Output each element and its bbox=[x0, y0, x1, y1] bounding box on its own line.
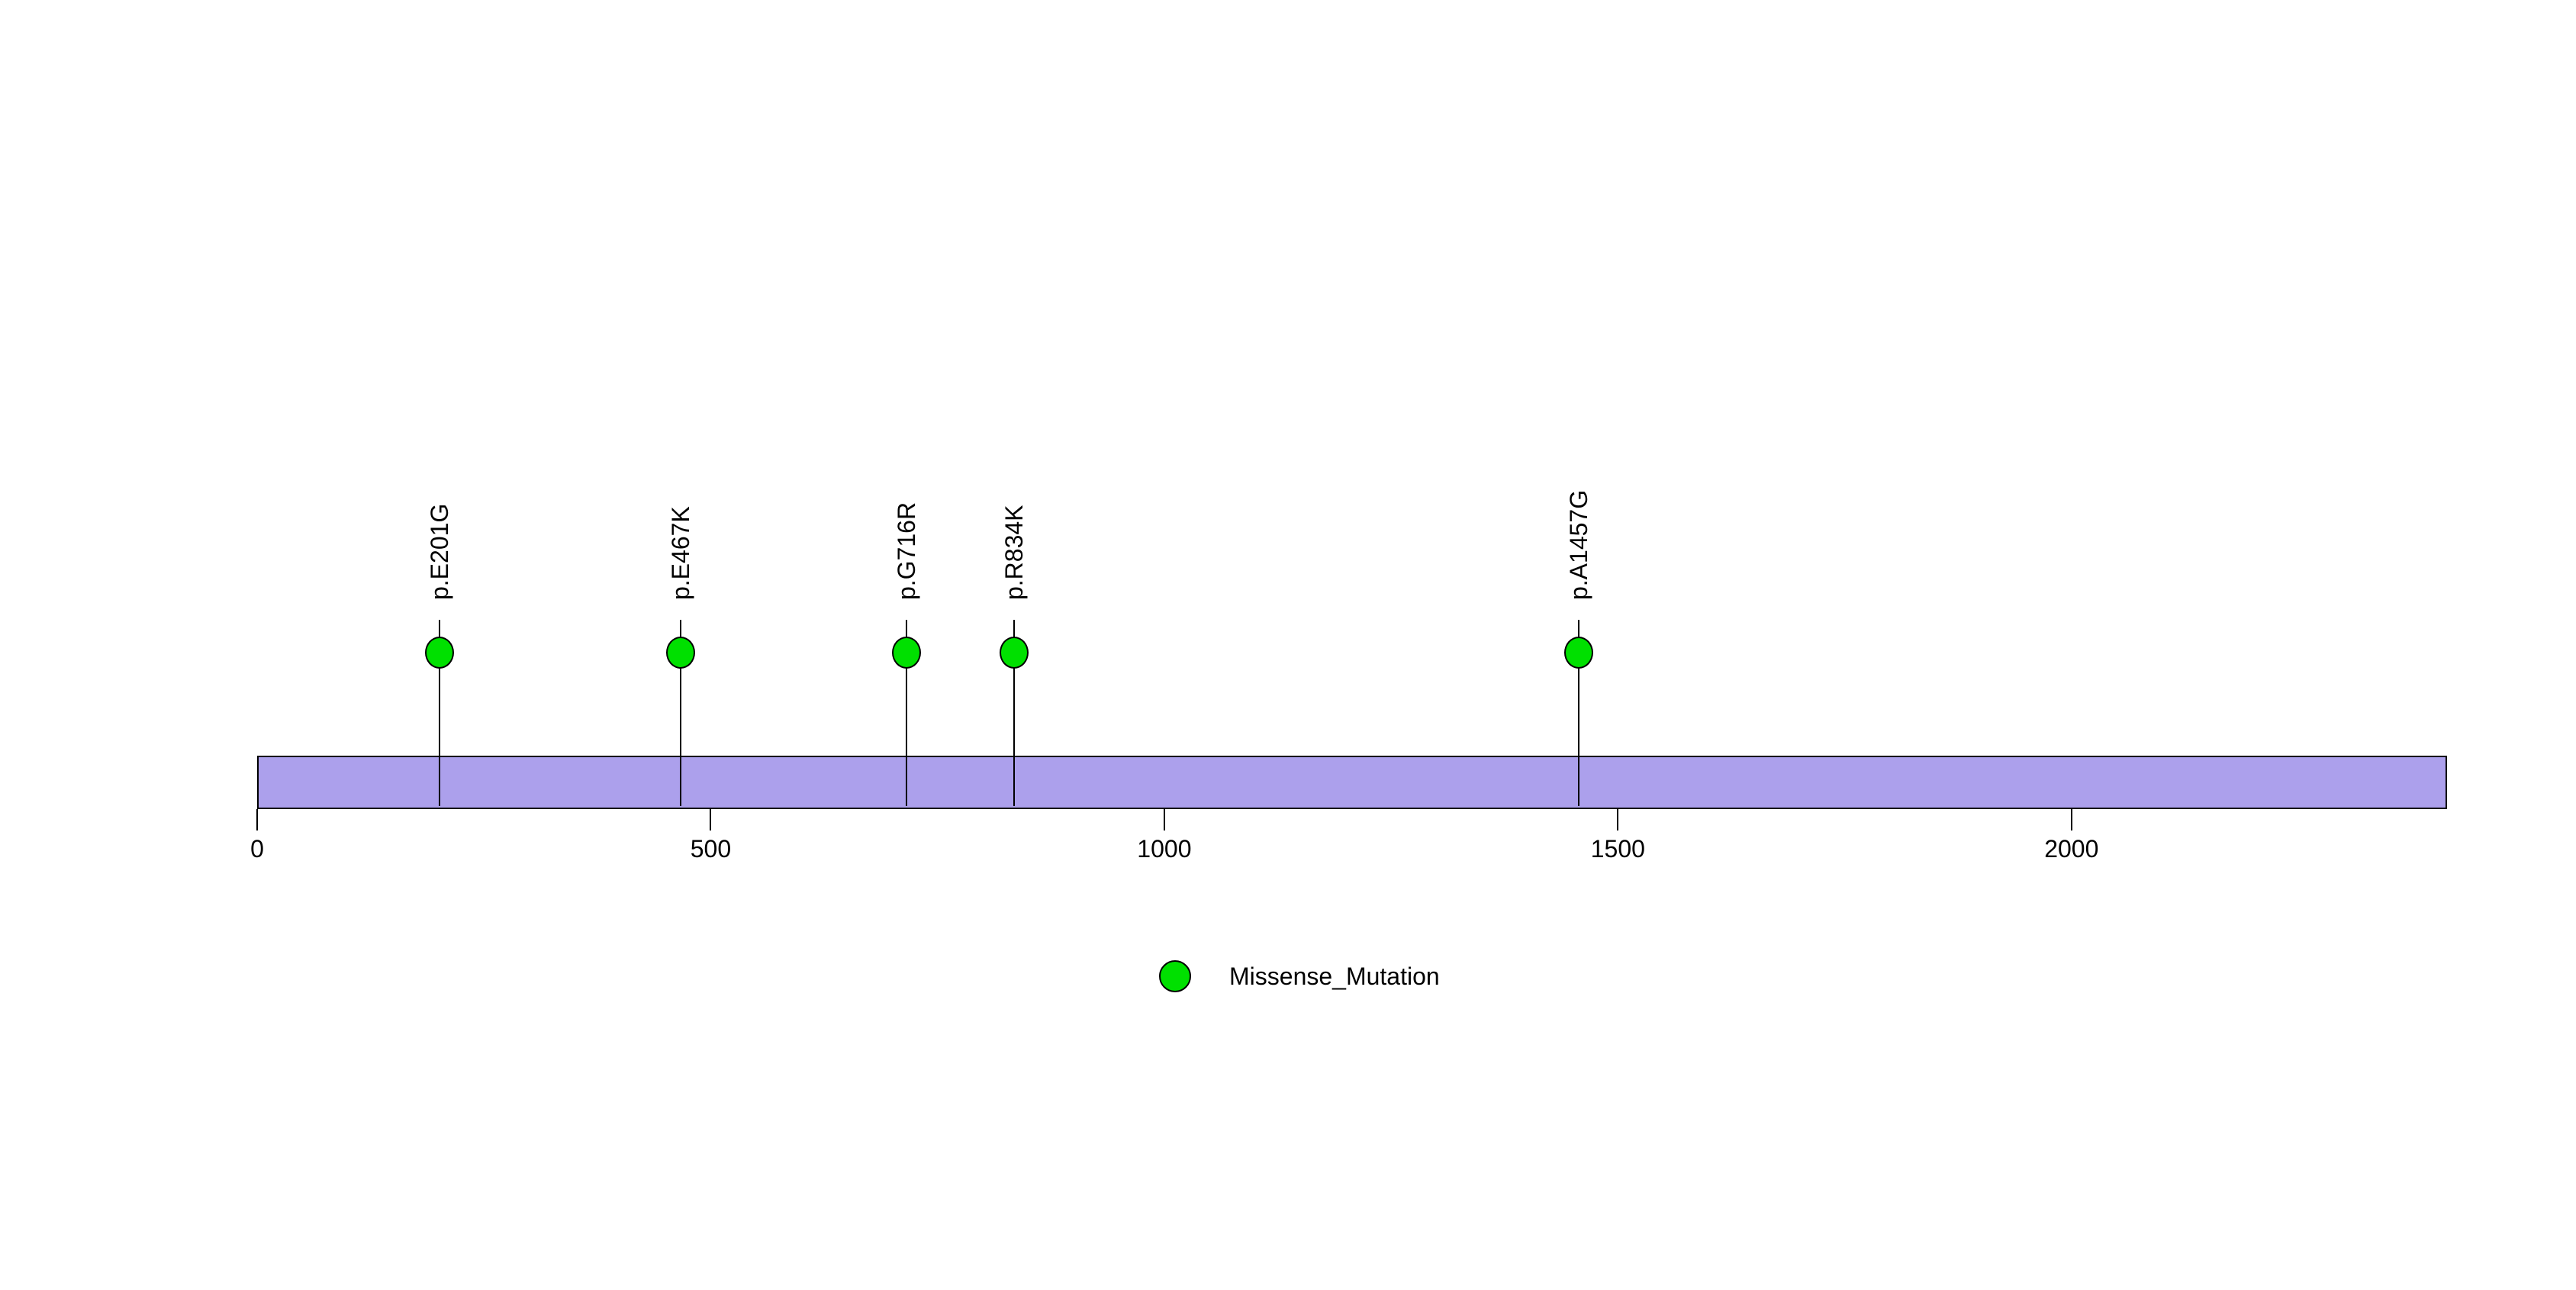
mutation-label: p.E467K bbox=[667, 506, 695, 600]
axis-tick-label: 0 bbox=[250, 835, 264, 863]
axis-tick-label: 1000 bbox=[1137, 835, 1192, 863]
axis-tick-label: 1500 bbox=[1590, 835, 1645, 863]
legend: Missense_Mutation bbox=[1159, 960, 1440, 992]
mutation-point bbox=[424, 637, 454, 669]
protein-bar bbox=[257, 756, 2447, 809]
mutation-label: p.G716R bbox=[893, 501, 921, 600]
mutation-point bbox=[999, 637, 1029, 669]
lollipop-stick bbox=[438, 620, 440, 806]
axis-tick-label: 2000 bbox=[2044, 835, 2099, 863]
axis-tick bbox=[710, 809, 712, 830]
mutation-label: p.E201G bbox=[425, 503, 453, 600]
axis-tick bbox=[256, 809, 258, 830]
mutation-point bbox=[1564, 637, 1594, 669]
legend-label: Missense_Mutation bbox=[1229, 963, 1440, 990]
lollipop-stick bbox=[680, 620, 682, 806]
lollipop-stick bbox=[906, 620, 908, 806]
lollipop-stick bbox=[1578, 620, 1580, 806]
axis-tick-label: 500 bbox=[690, 835, 732, 863]
mutation-point bbox=[666, 637, 696, 669]
lollipop-stick bbox=[1013, 620, 1015, 806]
missense-mutation-legend-swatch-icon bbox=[1159, 960, 1191, 992]
mutation-point bbox=[892, 637, 922, 669]
axis-tick bbox=[1163, 809, 1165, 830]
mutation-label: p.R834K bbox=[1000, 505, 1028, 600]
axis-tick bbox=[2070, 809, 2072, 830]
mutation-label: p.A1457G bbox=[1565, 489, 1593, 600]
axis-tick bbox=[1617, 809, 1619, 830]
